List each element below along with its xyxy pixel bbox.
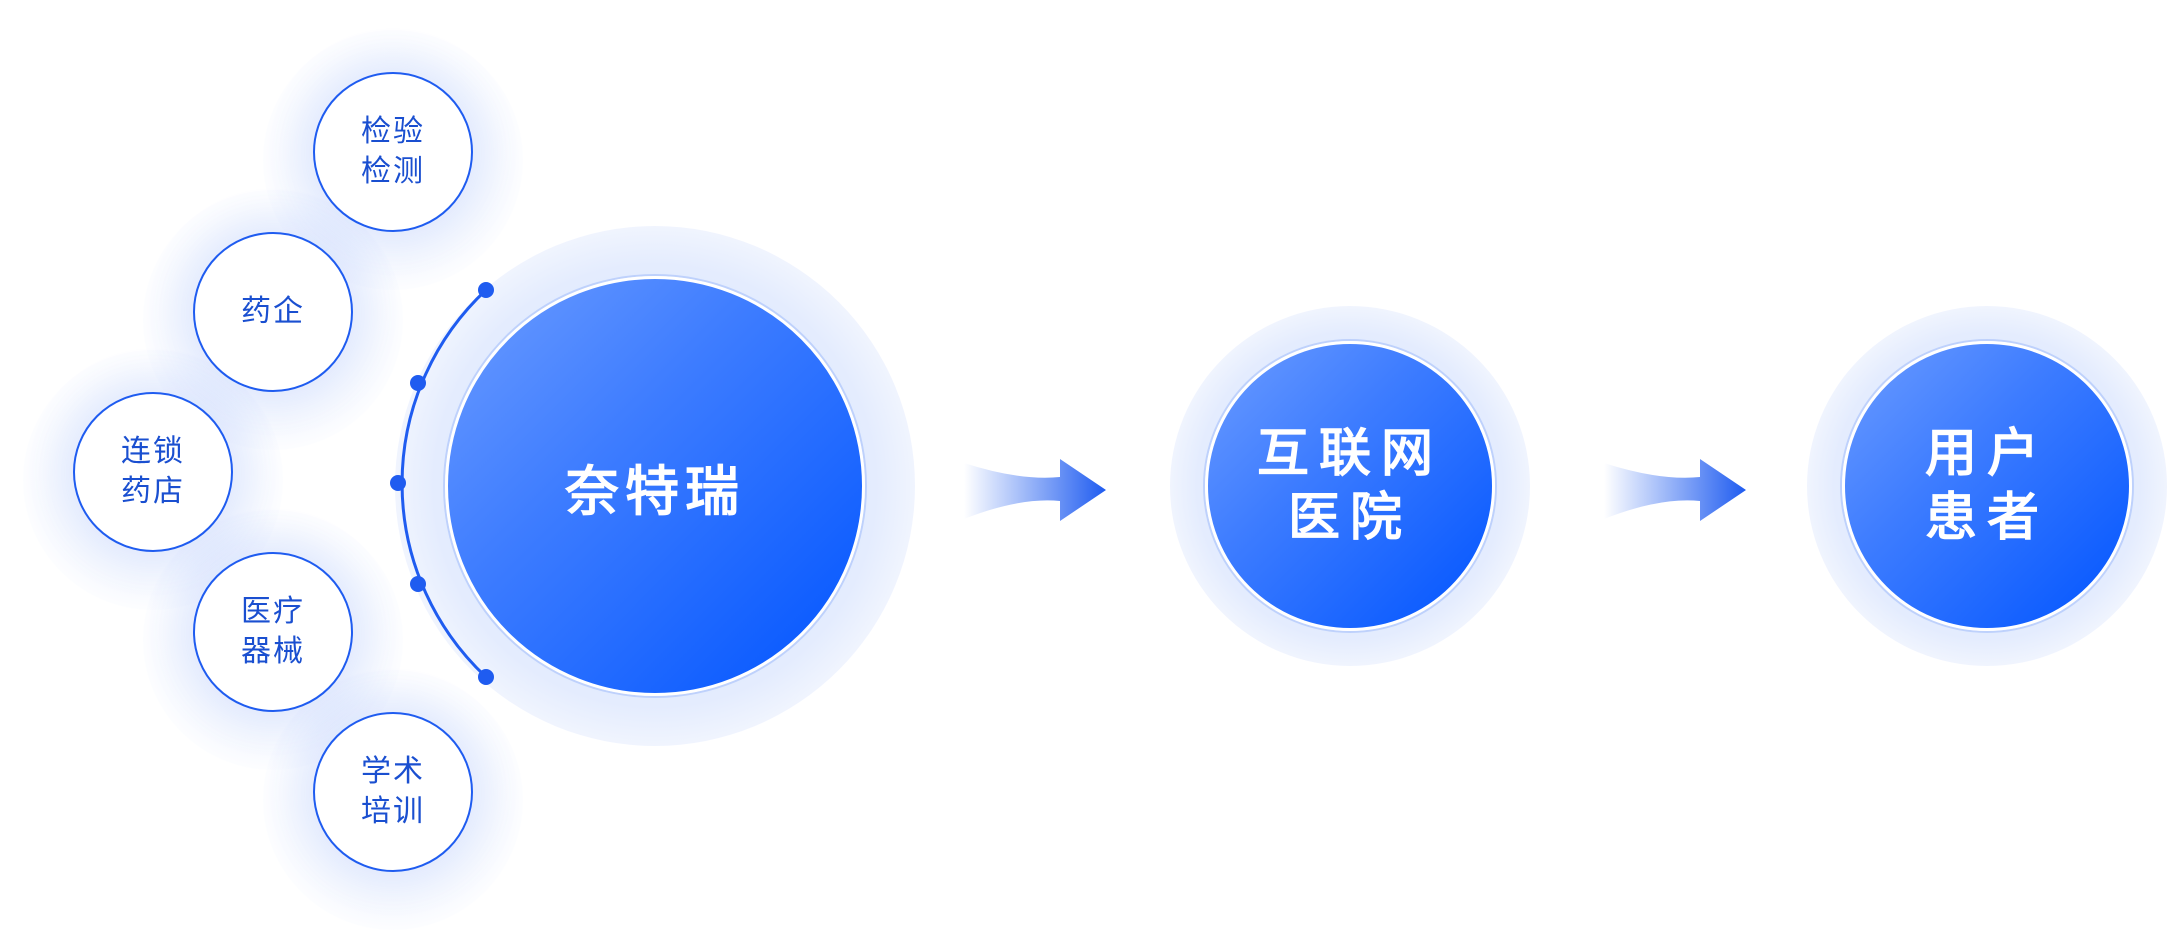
- main-node: 奈特瑞: [445, 276, 865, 696]
- partner-node-medical-devices: 医疗 器械: [193, 552, 353, 712]
- user-label-line2: 患者: [1924, 488, 2049, 548]
- partner-label-line1: 连锁: [121, 434, 185, 469]
- partner-node-lab-testing: 检验 检测: [313, 72, 473, 232]
- partner-label-line1: 学术: [361, 754, 425, 789]
- hospital-label-line2: 医院: [1287, 488, 1412, 548]
- partner-label-line1: 医疗: [241, 594, 305, 629]
- arc-dot: [390, 475, 406, 491]
- partner-label-line2: 器械: [241, 634, 305, 669]
- user-label-line1: 用户: [1924, 424, 2049, 484]
- partner-node-pharma: 药企: [193, 232, 353, 392]
- arc-dot: [478, 669, 494, 685]
- arc-dot: [410, 576, 426, 592]
- user-node: 用户 患者: [1842, 341, 2132, 631]
- main-node-label: 奈特瑞: [565, 459, 745, 523]
- hospital-label-line1: 互联网: [1256, 424, 1443, 484]
- arc-dot: [410, 375, 426, 391]
- arrow-right-icon: [1604, 459, 1746, 521]
- partner-label-line2: 药店: [121, 474, 185, 509]
- partner-node-chain-pharmacy: 连锁 药店: [73, 392, 233, 552]
- partner-label-line2: 培训: [361, 794, 425, 829]
- hospital-node: 互联网 医院: [1205, 341, 1495, 631]
- partner-label-line1: 药企: [241, 294, 305, 329]
- partner-label-line2: 检测: [361, 154, 425, 189]
- arc-dot: [478, 282, 494, 298]
- partner-label-line1: 检验: [361, 114, 425, 149]
- partner-node-academic-training: 学术 培训: [313, 712, 473, 872]
- arrow-right-icon: [964, 459, 1106, 521]
